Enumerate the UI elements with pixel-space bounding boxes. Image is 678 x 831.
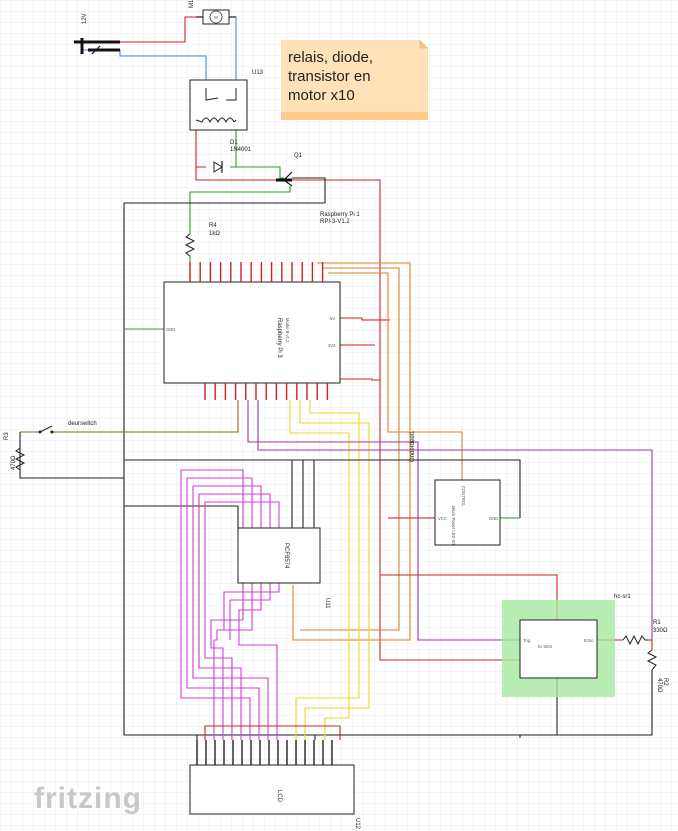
note-line-2: transistor en <box>288 68 371 85</box>
deurswitch[interactable]: deurswitch <box>38 421 97 434</box>
label-pcf: PCF8574 <box>283 543 289 569</box>
rpi-top-pins <box>189 262 324 282</box>
label-led-control: CONTROL <box>461 486 466 507</box>
wire-yellow-2 <box>295 400 360 740</box>
label-r1-value: 330Ω <box>653 628 668 634</box>
label-u12: U12 <box>354 818 360 830</box>
wire-diode-transistor <box>236 166 284 179</box>
label-rpi-ref: Raspberry Pi 1 <box>320 212 360 218</box>
lcd-pins <box>196 740 333 765</box>
label-r3: R3 <box>4 432 10 440</box>
label-motor-m: M <box>214 15 218 20</box>
wire-lcd-gnd <box>196 735 316 740</box>
wire-q1-emitter <box>292 177 326 203</box>
label-r4-value: 1kΩ <box>209 231 220 237</box>
wire-q1-base <box>189 186 291 234</box>
label-onderdeel: Onderdeel1 <box>410 430 416 462</box>
label-rpi-body: Raspberry Pi 3 <box>276 318 282 358</box>
wire-purple-echo <box>257 400 653 640</box>
rpi-bottom-pins <box>204 383 329 400</box>
sticky-note[interactable]: relais, diode, transistor en motor x10 <box>281 40 428 120</box>
wire-magenta-bus <box>180 469 280 740</box>
wire-lcd-vdd <box>204 725 341 740</box>
label-led-kit: Micro Power LED Kit <box>451 506 456 545</box>
label-r2-value: 470Ω <box>656 678 662 693</box>
label-led-vcc: VCC <box>438 516 447 521</box>
label-u11: U11 <box>324 598 330 609</box>
note-line-3: motor x10 <box>288 87 355 104</box>
label-hcsr04: hc-sr04 <box>538 644 553 649</box>
label-m1: M1 <box>189 0 195 8</box>
wire-purple-trig <box>247 400 520 641</box>
relay-u13[interactable]: U13 <box>189 70 264 131</box>
label-led-gnd: GND <box>489 516 498 521</box>
label-r3-value: 470Ω <box>11 455 17 470</box>
led-kit[interactable]: Micro Power LED Kit CONTROL VCC GND <box>434 479 501 546</box>
label-hc-trig: Trig <box>523 638 531 643</box>
resistor-r4[interactable]: R4 1kΩ <box>184 223 220 257</box>
label-rpi-model: RPI-3-V1.2 <box>320 219 350 225</box>
wire-r2-gnd <box>520 670 653 736</box>
label-hcsr1: hc-sr1 <box>614 594 631 600</box>
wire-gnd-left <box>123 203 521 738</box>
label-r2: R2 <box>662 678 668 686</box>
label-12v: 12V <box>82 13 88 24</box>
label-lcd: LCD <box>276 790 282 803</box>
wire-gnd-mid <box>124 459 521 518</box>
resistor-r3[interactable]: R3 470Ω <box>4 432 26 471</box>
resistor-r2[interactable]: R2 470Ω <box>646 649 668 693</box>
wires <box>19 16 653 740</box>
wire-deurswitch <box>20 400 239 433</box>
wire-rpi-5v <box>340 317 390 321</box>
power-supply-12v[interactable]: 12V <box>74 13 120 55</box>
wire-yellow-3 <box>289 400 350 740</box>
label-d1: D1 <box>230 140 238 146</box>
label-u13: U13 <box>252 70 264 76</box>
lcd-display[interactable]: LCD U12 <box>189 740 360 830</box>
label-d1-part: 1N4001 <box>230 147 252 153</box>
diode-d1[interactable]: D1 1N4001 <box>213 140 252 173</box>
label-hc-echo: Echo <box>584 638 594 643</box>
resistor-r1[interactable]: R1 330Ω <box>622 620 668 646</box>
wire-5v-vertical <box>379 228 520 661</box>
label-rpi-gnd: GND <box>166 327 175 332</box>
wire-gnd-pcf <box>124 505 239 528</box>
label-r4: R4 <box>209 223 217 229</box>
label-rpi-5v: 5V <box>330 316 335 321</box>
label-r1: R1 <box>653 620 661 626</box>
label-rpi-3v3: 3V3 <box>328 343 336 348</box>
raspberry-pi[interactable]: Raspberry Pi 3 Model B v1.2 GND 5V 3V3 <box>163 262 341 400</box>
label-rpi-body-2: Model B v1.2 <box>285 318 290 343</box>
motor-m1[interactable]: M M1 <box>189 0 236 25</box>
label-deurswitch: deurswitch <box>68 421 97 427</box>
wire-orange-sda <box>292 262 411 641</box>
transistor-q1[interactable]: Q1 <box>276 153 303 187</box>
wire-pcf-address <box>291 460 315 528</box>
hc-sr04[interactable]: hc-sr04 hc-sr1 Trig Echo <box>502 594 631 697</box>
fritzing-logo: fritzing <box>34 782 142 815</box>
note-line-1: relais, diode, <box>288 49 373 66</box>
wire-motor-red <box>120 16 196 43</box>
wire-rpi-gnd-r <box>340 378 380 381</box>
wire-orange-control <box>328 272 463 480</box>
wire-r3-gnd <box>19 432 124 479</box>
label-q1: Q1 <box>294 153 303 159</box>
wire-yellow-1 <box>299 400 370 740</box>
pcf8574[interactable]: PCF8574 U11 <box>237 527 330 609</box>
